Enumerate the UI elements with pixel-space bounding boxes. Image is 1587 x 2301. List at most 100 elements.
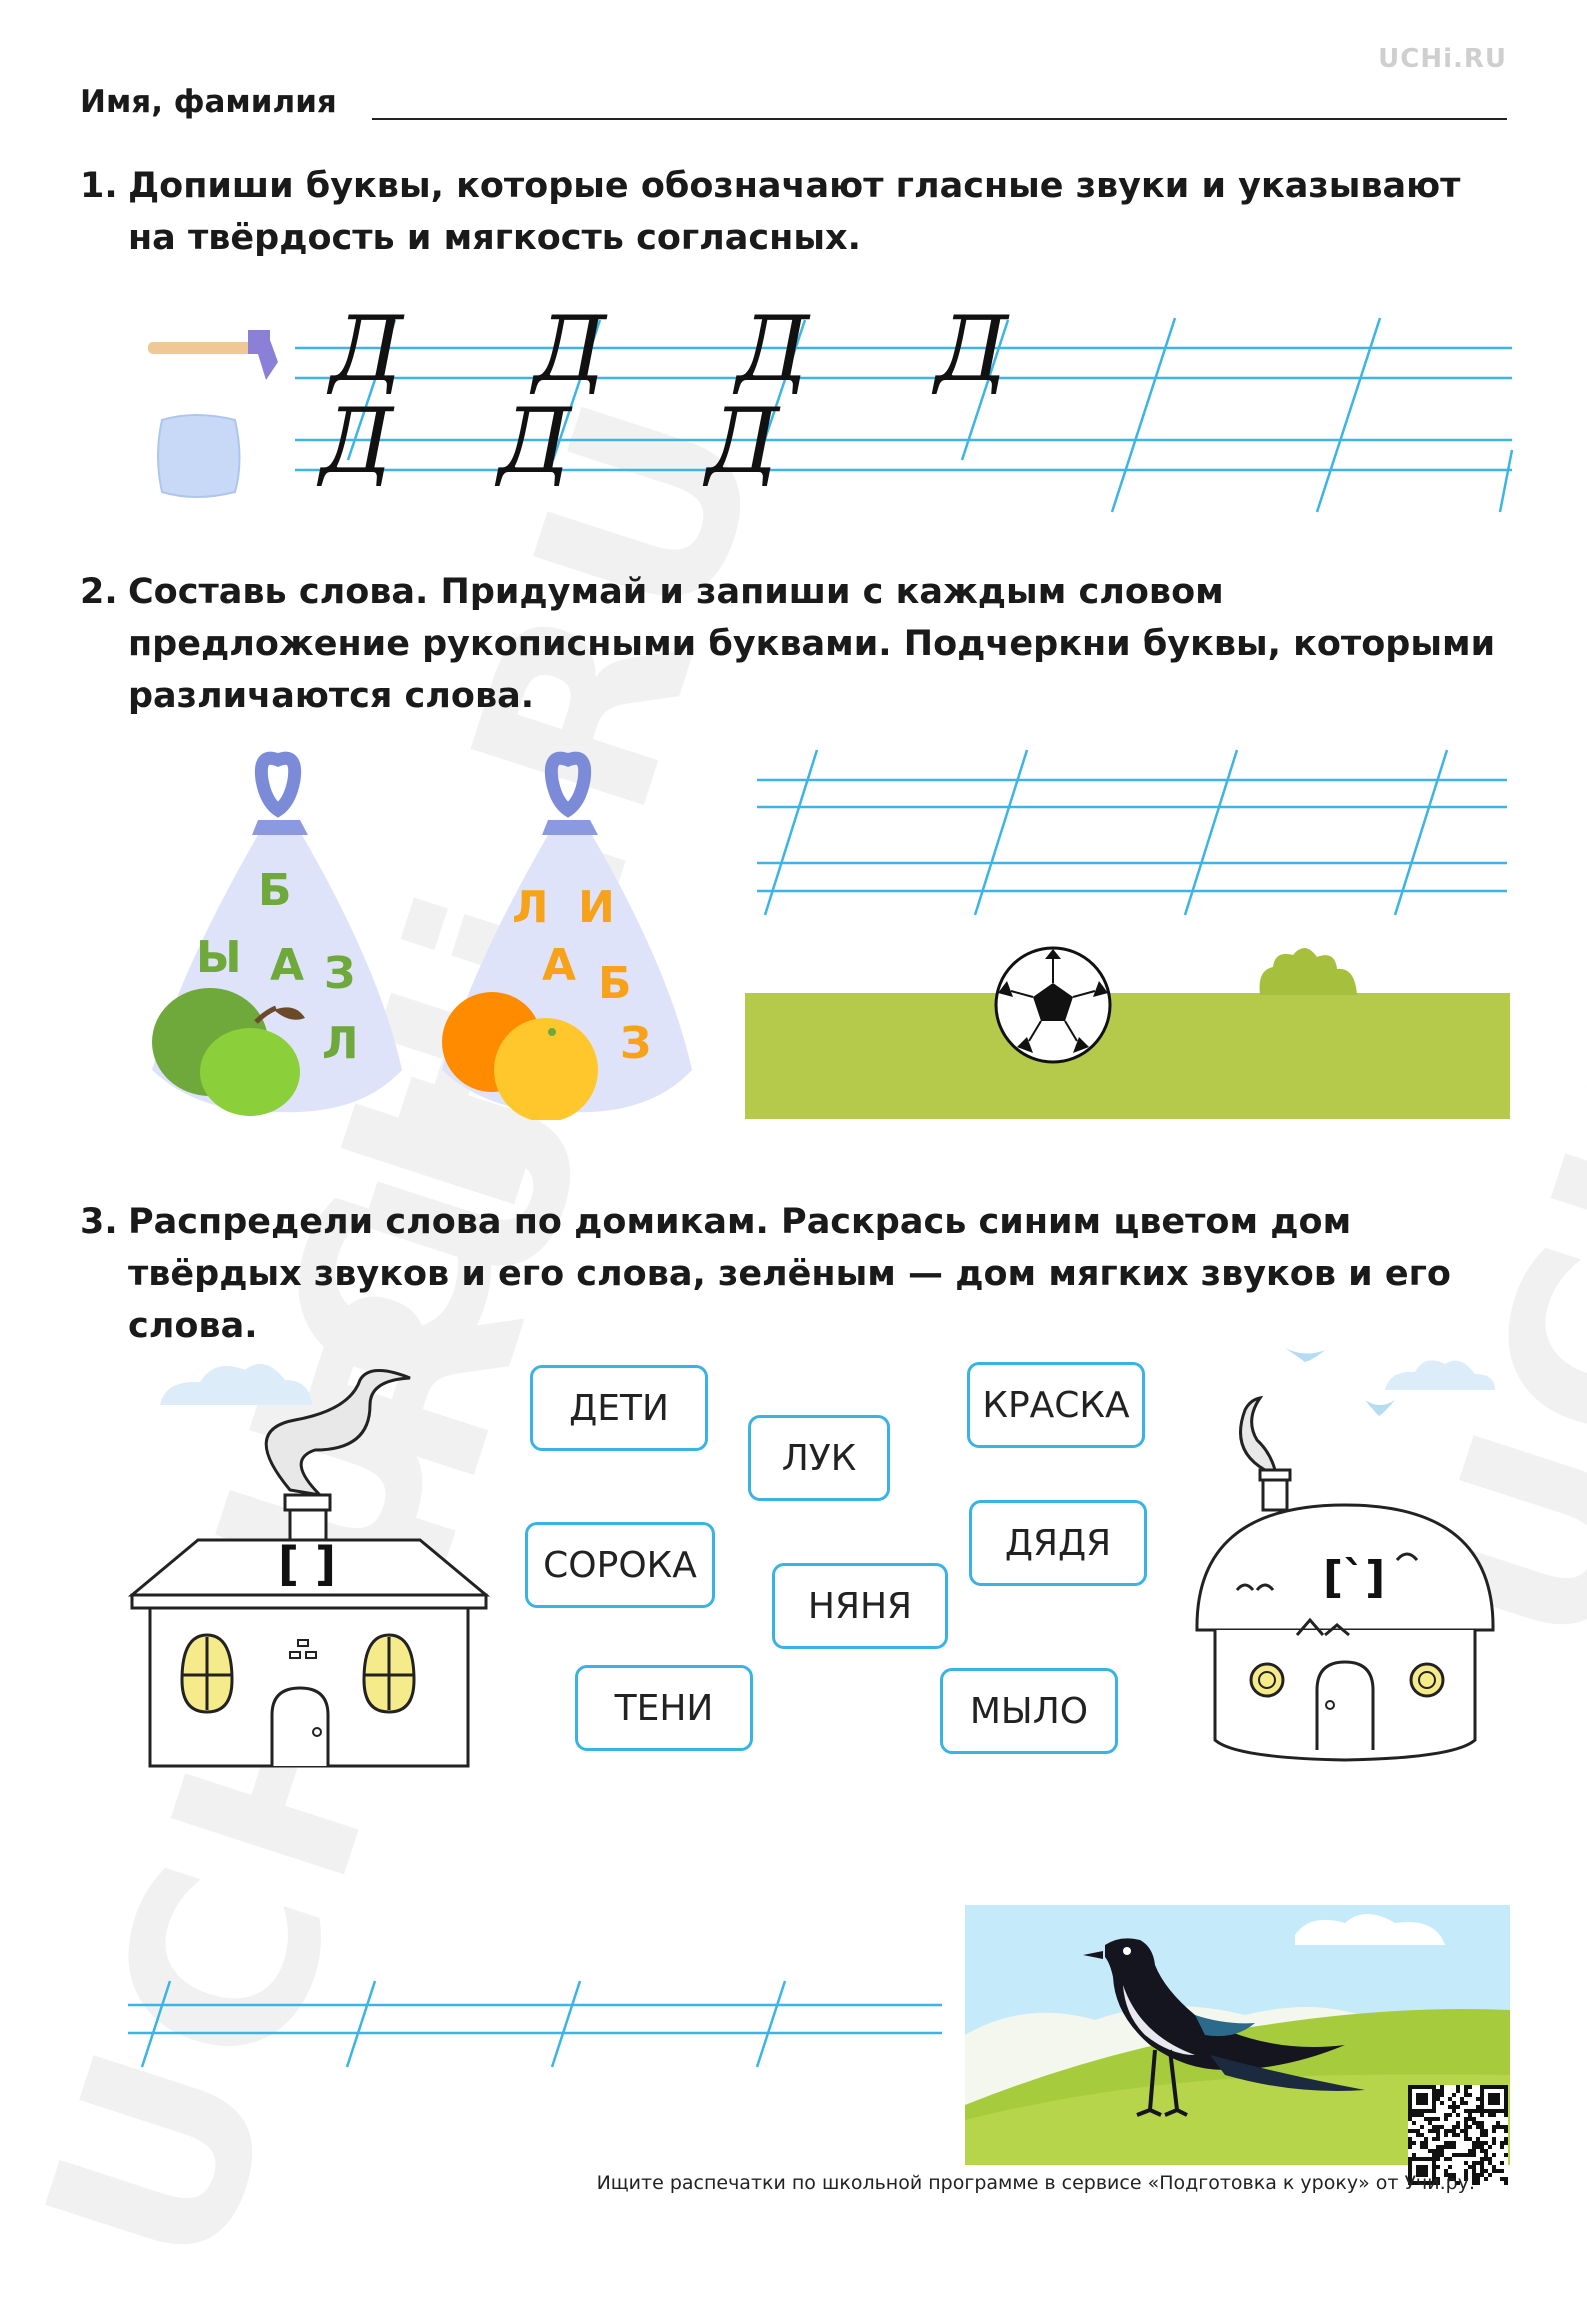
qr-module [1472,2141,1476,2145]
qr-module [1436,2137,1440,2141]
qr-module [1484,2129,1488,2133]
qr-module [1452,2141,1456,2145]
qr-module [1464,2089,1468,2093]
magpie-icon [1083,1938,1365,2117]
script-letter: Д [732,300,811,402]
qr-module [1464,2121,1468,2125]
qr-module [1416,2133,1420,2137]
qr-module [1424,2169,1428,2173]
qr-module [1408,2117,1412,2121]
qr-module [1448,2129,1452,2133]
qr-module [1492,2097,1496,2101]
qr-module [1492,2085,1496,2089]
qr-module [1432,2093,1436,2097]
qr-module [1432,2101,1436,2105]
qr-module [1408,2157,1412,2161]
qr-module [1464,2125,1468,2129]
script-letter: Д [326,300,405,402]
qr-module [1500,2125,1504,2129]
qr-module [1420,2125,1424,2129]
qr-module [1432,2177,1436,2181]
house-label: [ ] [278,1537,336,1591]
grass [745,993,1510,1119]
qr-module [1436,2093,1440,2097]
word-card[interactable]: ЛУК [748,1415,890,1501]
qr-module [1428,2117,1432,2121]
qr-module [1460,2153,1464,2157]
qr-code[interactable] [1408,2085,1508,2185]
qr-module [1456,2085,1460,2089]
qr-module [1504,2109,1508,2113]
qr-module [1464,2093,1468,2097]
word-card[interactable]: ДЯДЯ [969,1500,1147,1586]
hammer-icon [148,330,278,380]
qr-module [1480,2097,1484,2101]
qr-module [1476,2125,1480,2129]
qr-module [1432,2125,1436,2129]
pillow-icon [157,414,241,498]
qr-module [1424,2085,1428,2089]
qr-module [1460,2129,1464,2133]
word-card[interactable]: МЫЛО [940,1668,1118,1754]
qr-module [1408,2097,1412,2101]
qr-module [1456,2105,1460,2109]
window [180,1633,234,1714]
qr-module [1436,2149,1440,2153]
slant-lines [346,317,1514,513]
word-card[interactable]: КРАСКА [967,1362,1145,1448]
qr-module [1432,2153,1436,2157]
qr-module [1488,2145,1492,2149]
qr-module [1436,2117,1440,2121]
house-label: [`] [1323,1552,1385,1603]
qr-module [1444,2117,1448,2121]
qr-module [1432,2181,1436,2185]
qr-module [1476,2105,1480,2109]
qr-module [1420,2145,1424,2149]
script-letter: Д [529,300,608,402]
qr-module [1412,2153,1416,2157]
word-card[interactable]: СОРОКА [525,1522,715,1608]
qr-module [1428,2129,1432,2133]
bag-letter: З [620,1018,651,1069]
word-card[interactable]: ДЕТИ [530,1365,708,1451]
task-2: 2. Составь слова. Придумай и запиши с ка… [80,566,1500,722]
task-number: 3. [80,1202,118,1242]
qr-module [1436,2125,1440,2129]
soccer-ball-icon [994,946,1112,1064]
qr-module [1452,2173,1456,2177]
qr-module [1444,2157,1448,2161]
task-1: 1. Допиши буквы, которые обозначают глас… [80,160,1500,264]
qr-module [1452,2129,1456,2133]
brand-logo: UCHi.RU [1378,44,1507,74]
qr-module [1424,2165,1428,2169]
qr-module [1476,2109,1480,2113]
name-input-line[interactable] [372,118,1507,120]
footer-text: Ищите распечатки по школьной программе в… [596,2172,1475,2194]
qr-module [1496,2085,1500,2089]
qr-module [1480,2121,1484,2125]
qr-module [1456,2181,1460,2185]
word-card[interactable]: НЯНЯ [772,1563,948,1649]
task-text: Распредели слова по домикам. Раскрась си… [128,1202,1451,1346]
door [1315,1660,1375,1750]
qr-module [1496,2093,1500,2097]
word-card[interactable]: ТЕНИ [575,1665,753,1751]
qr-module [1464,2109,1468,2113]
bag-letter: А [542,940,576,991]
script-letter: Д [702,389,781,494]
qr-module [1496,2109,1500,2113]
bag-letter: З [324,948,355,999]
qr-module [1416,2093,1420,2097]
qr-module [1440,2085,1444,2089]
qr-module [1472,2165,1476,2169]
qr-module [1432,2097,1436,2101]
task-text: Допиши буквы, которые обозначают гласные… [128,166,1461,258]
qr-module [1440,2101,1444,2105]
qr-module [1496,2101,1500,2105]
cloud [1295,1914,1445,1945]
ruled-lines [295,346,1512,472]
qr-module [1428,2181,1432,2185]
qr-module [1432,2161,1436,2165]
qr-module [1496,2121,1500,2125]
qr-module [1468,2117,1472,2121]
